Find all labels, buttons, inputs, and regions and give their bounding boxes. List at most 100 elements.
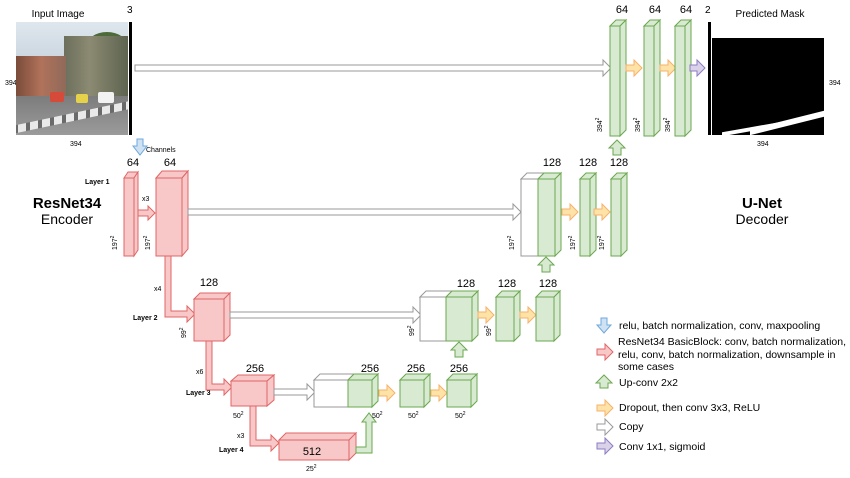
- encoder-subtitle: Encoder: [41, 211, 93, 227]
- layer3-label: Layer 3: [186, 390, 211, 397]
- layer1-dim-b: 1972: [143, 235, 152, 250]
- dec1-ch-a: 128: [543, 157, 561, 169]
- dec3-block-b: [398, 372, 432, 409]
- green-arrow-icon: [355, 412, 378, 454]
- layer4-dim: 252: [306, 464, 317, 473]
- dec0-block-a: [608, 18, 628, 138]
- legend-red-arrow-icon: [596, 342, 614, 362]
- encoder-title: ResNet34: [33, 195, 102, 212]
- mask-width-label: 394: [757, 141, 769, 148]
- dec2-block-b: [494, 289, 522, 343]
- dec3-ch-b: 256: [407, 363, 425, 375]
- dec2-ch-b: 128: [498, 278, 516, 290]
- input-height-label: 394: [5, 80, 17, 87]
- green-arrow-icon: [536, 256, 556, 273]
- copy-arrow-icon: [187, 202, 522, 222]
- layer1-block-a: [123, 170, 139, 258]
- blue-arrow-icon: [131, 138, 149, 156]
- decoder-subtitle: Decoder: [736, 211, 789, 227]
- predicted-mask-label: Predicted Mask: [736, 9, 806, 20]
- legend-item-copy: Copy: [619, 421, 644, 433]
- legend-item-dropout: Dropout, then conv 3x3, ReLU: [619, 402, 760, 414]
- x6-label: x6: [196, 369, 204, 376]
- red-arrow-icon: [249, 405, 280, 453]
- layer3-block: [229, 373, 276, 408]
- dec0-block-b: [642, 18, 662, 138]
- orange-arrow-icon: [593, 202, 611, 222]
- dec0-ch-a: 64: [616, 4, 628, 16]
- predicted-mask-image: [712, 22, 824, 135]
- legend-item-basicblock-wrap: ResNet34 BasicBlock: conv, batch normali…: [618, 336, 846, 373]
- orange-arrow-icon: [519, 305, 537, 325]
- layer3-ch: 256: [246, 363, 264, 375]
- dec1-ch-c: 128: [610, 157, 628, 169]
- x4-label: x4: [154, 286, 162, 293]
- red-arrow-icon: [205, 340, 233, 397]
- dec3-dim-a: 502: [372, 411, 383, 420]
- x3-label-a: x3: [142, 196, 150, 203]
- layer2-label: Layer 2: [133, 315, 158, 322]
- orange-arrow-icon: [378, 383, 396, 403]
- dec3-block-c: [445, 372, 479, 409]
- copy-arrow-icon: [273, 382, 316, 402]
- dec0-dim-b: 3942: [633, 117, 642, 132]
- red-arrow-icon: [137, 204, 156, 222]
- layer3-dim: 502: [233, 411, 244, 420]
- dec3-dim-c: 502: [455, 411, 466, 420]
- legend-item-conv1x1: Conv 1x1, sigmoid: [619, 441, 706, 453]
- dec2-block-c: [534, 289, 562, 343]
- red-arrow-icon: [164, 255, 196, 324]
- orange-arrow-icon: [430, 383, 448, 403]
- dec0-dim-a: 3942: [595, 117, 604, 132]
- dec2-ch-a: 128: [457, 278, 475, 290]
- dec0-ch-c: 64: [680, 4, 692, 16]
- layer2-ch: 128: [200, 277, 218, 289]
- legend-item-upconv: Up-conv 2x2: [619, 377, 678, 389]
- dec2-dim-b: 992: [484, 325, 493, 336]
- dec2-up-block: [444, 289, 480, 343]
- orange-arrow-icon: [625, 58, 643, 78]
- layer2-block: [192, 291, 232, 343]
- output-channel-bar: [708, 22, 711, 135]
- layer4-block: [277, 431, 358, 462]
- dec1-up-block: [536, 171, 563, 258]
- channels-label: Channels: [146, 147, 176, 154]
- dec1-dim-b: 1972: [568, 235, 577, 250]
- legend-blue-arrow-icon: [595, 317, 613, 334]
- dec3-copy-block: [312, 373, 356, 408]
- dec2-copy-block: [418, 290, 454, 342]
- legend-green-arrow-icon: [594, 374, 614, 389]
- dec3-ch-c: 256: [450, 363, 468, 375]
- dec1-ch-b: 128: [579, 157, 597, 169]
- dec2-ch-c: 128: [539, 278, 557, 290]
- layer1-label: Layer 1: [85, 179, 110, 186]
- legend-purple-arrow-icon: [596, 436, 614, 456]
- dec0-block-c: [673, 18, 693, 138]
- input-channel-bar: [129, 22, 132, 135]
- purple-arrow-icon: [689, 58, 706, 78]
- orange-arrow-icon: [561, 202, 579, 222]
- input-image-label: Input Image: [32, 9, 85, 20]
- dec1-block-b: [578, 171, 598, 258]
- input-channels-label: 3: [127, 5, 133, 16]
- dec1-dim-c: 1972: [597, 235, 606, 250]
- green-arrow-icon: [449, 341, 469, 358]
- dec3-dim-b: 502: [408, 411, 419, 420]
- legend-white-arrow-icon: [596, 417, 614, 437]
- x3-label-b: x3: [237, 433, 245, 440]
- dec2-dim-a: 992: [407, 325, 416, 336]
- dec3-ch-a: 256: [361, 363, 379, 375]
- input-image: [16, 22, 128, 135]
- dec0-ch-b: 64: [649, 4, 661, 16]
- dec1-block-c: [609, 171, 629, 258]
- layer1-block-b: [154, 169, 190, 258]
- dec1-dim-a: 1972: [507, 235, 516, 250]
- layer1-dim-a: 1972: [110, 235, 119, 250]
- layer1-ch-a: 64: [127, 157, 139, 169]
- layer2-dim: 992: [179, 327, 188, 338]
- layer4-ch: 512: [303, 446, 321, 458]
- output-channels-label: 2: [705, 5, 711, 16]
- legend: relu, batch normalization, conv, maxpool…: [594, 317, 846, 456]
- mask-height-label: 394: [829, 80, 841, 87]
